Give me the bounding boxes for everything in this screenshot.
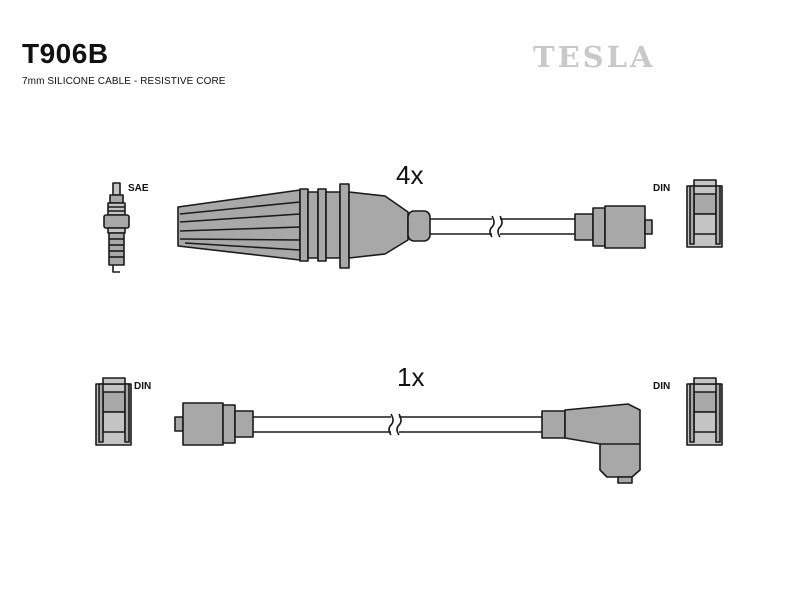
spark-plug-icon bbox=[103, 182, 130, 273]
row2-straight-connector bbox=[174, 402, 254, 446]
row2-right-din-terminal bbox=[686, 377, 723, 446]
row2-right-label: DIN bbox=[653, 381, 671, 392]
brand-logo: TESLA bbox=[533, 40, 656, 74]
part-code: T906B bbox=[22, 38, 109, 69]
row2-angled-connector bbox=[541, 403, 641, 484]
row1-quantity: 4x bbox=[396, 160, 424, 190]
row1-cable bbox=[430, 215, 575, 238]
row2-left-din-terminal bbox=[95, 377, 132, 446]
row2-quantity: 1x bbox=[397, 362, 425, 392]
row2-left-label: DIN bbox=[134, 381, 152, 392]
row2-cable bbox=[253, 413, 542, 436]
row1-distributor-connector bbox=[574, 205, 653, 249]
row1-din-terminal bbox=[686, 179, 723, 248]
plug-boot-connector bbox=[177, 183, 431, 269]
row1-left-label: SAE bbox=[128, 183, 149, 194]
row1-right-label: DIN bbox=[653, 183, 671, 194]
cable-description: 7mm SILICONE CABLE - RESISTIVE CORE bbox=[22, 76, 226, 87]
